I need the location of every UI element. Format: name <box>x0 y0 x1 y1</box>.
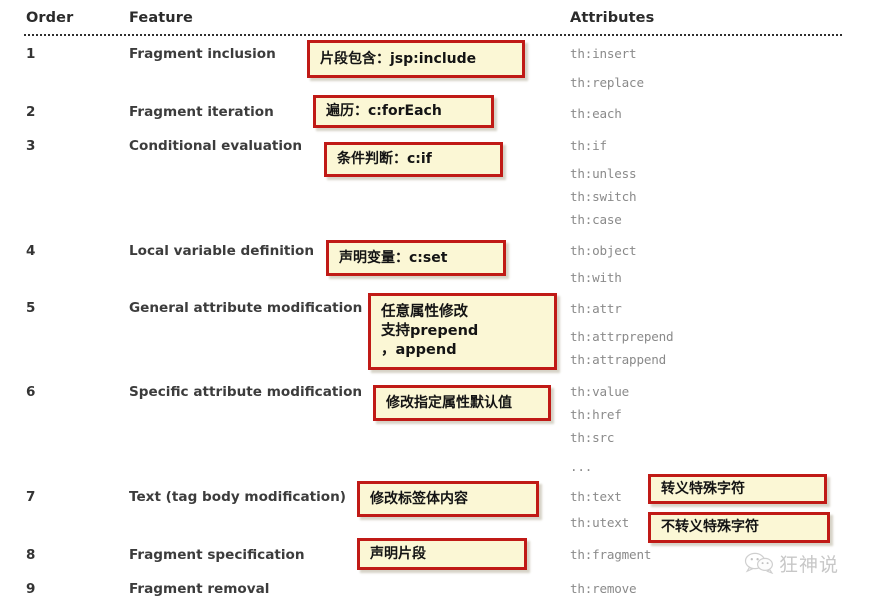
attribute-cell: th:attr <box>570 301 622 316</box>
order-cell: 7 <box>26 489 36 505</box>
annotation-callout-local-variable: 声明变量：c:set <box>326 240 506 276</box>
annotation-callout-fragment-iteration: 遍历：c:forEach <box>313 95 494 128</box>
annotation-text: 修改标签体内容 <box>370 490 468 507</box>
watermark: 狂神说 <box>744 546 864 580</box>
feature-cell: General attribute modification <box>129 300 363 316</box>
order-cell: 3 <box>26 138 36 154</box>
attribute-cell: th:insert <box>570 46 637 61</box>
annotation-text: 条件判断：c:if <box>337 151 432 168</box>
attribute-cell: th:attrappend <box>570 352 666 367</box>
annotation-callout-fragment-inclusion: 片段包含：jsp:include <box>307 40 525 78</box>
header-divider-rule <box>24 34 842 36</box>
feature-cell: Fragment iteration <box>129 104 274 120</box>
attribute-cell: th:fragment <box>570 547 652 562</box>
order-cell: 2 <box>26 104 36 120</box>
attribute-cell: th:with <box>570 270 622 285</box>
annotation-text: 转义特殊字符 <box>661 480 745 497</box>
attribute-cell: th:text <box>570 489 622 504</box>
attribute-cell: th:switch <box>570 189 637 204</box>
column-header-order: Order <box>26 10 74 26</box>
attribute-cell: th:value <box>570 384 630 399</box>
attribute-cell: th:src <box>570 430 615 445</box>
annotation-callout-escaped-characters: 转义特殊字符 <box>648 474 827 504</box>
attribute-cell: th:unless <box>570 166 637 181</box>
annotation-callout-text-body: 修改标签体内容 <box>357 481 539 517</box>
annotation-callout-conditional-evaluation: 条件判断：c:if <box>324 142 503 177</box>
annotation-callout-unescaped-characters: 不转义特殊字符 <box>648 512 830 543</box>
annotation-callout-fragment-specification: 声明片段 <box>357 538 527 570</box>
annotation-text: 修改指定属性默认值 <box>386 394 512 411</box>
feature-cell: Fragment removal <box>129 581 270 597</box>
annotation-text: 遍历：c:forEach <box>326 103 442 120</box>
watermark-label: 狂神说 <box>779 553 840 576</box>
attribute-cell-ellipsis: ... <box>570 459 593 474</box>
wechat-icon <box>744 552 774 574</box>
order-cell: 8 <box>26 547 36 563</box>
attribute-cell: th:case <box>570 212 622 227</box>
attribute-cell: th:replace <box>570 75 644 90</box>
attribute-cell: th:href <box>570 407 622 422</box>
order-cell: 4 <box>26 243 36 259</box>
attribute-cell: th:attrprepend <box>570 329 674 344</box>
attribute-cell: th:utext <box>570 515 630 530</box>
annotation-callout-specific-attribute-modification: 修改指定属性默认值 <box>373 385 551 421</box>
feature-cell: Fragment specification <box>129 547 305 563</box>
order-cell: 9 <box>26 581 36 597</box>
annotation-text: 声明片段 <box>370 545 426 562</box>
order-cell: 1 <box>26 46 36 62</box>
feature-cell: Specific attribute modification <box>129 384 363 400</box>
annotation-text: 不转义特殊字符 <box>661 519 759 536</box>
feature-cell: Fragment inclusion <box>129 46 276 62</box>
attribute-cell: th:each <box>570 106 622 121</box>
feature-cell: Local variable definition <box>129 243 315 259</box>
annotation-text: 片段包含：jsp:include <box>320 50 477 67</box>
feature-cell: Conditional evaluation <box>129 138 303 154</box>
attribute-cell: th:object <box>570 243 637 258</box>
column-header-feature: Feature <box>129 10 193 26</box>
order-cell: 6 <box>26 384 36 400</box>
annotation-text: 任意属性修改 支持prepend ，append <box>381 304 479 358</box>
attribute-cell: th:if <box>570 138 607 153</box>
annotation-text: 声明变量：c:set <box>339 249 448 266</box>
attribute-cell: th:remove <box>570 581 637 596</box>
feature-cell: Text (tag body modification) <box>129 489 347 505</box>
column-header-attributes: Attributes <box>570 10 655 26</box>
order-cell: 5 <box>26 300 36 316</box>
annotation-callout-general-attribute-modification: 任意属性修改 支持prepend ，append <box>368 293 557 370</box>
